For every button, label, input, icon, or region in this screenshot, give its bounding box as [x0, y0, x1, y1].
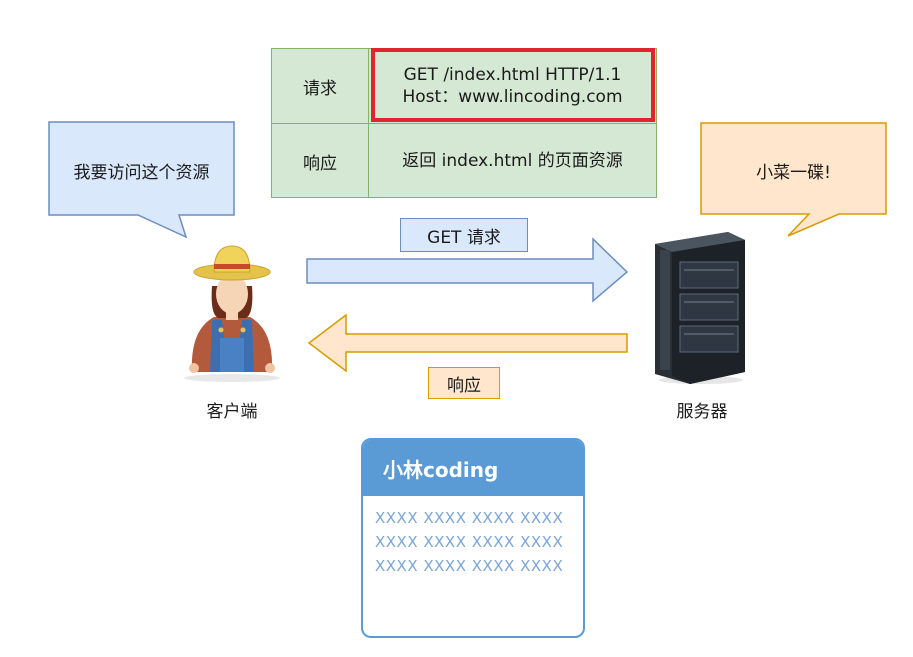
request-row-label: 请求: [303, 78, 337, 99]
card-body: XXXX XXXX XXXX XXXX XXXX XXXX XXXX XXXX …: [363, 496, 583, 578]
server-rack-icon: [655, 232, 745, 384]
request-highlight-box: [371, 48, 655, 122]
response-arrow: [307, 313, 628, 373]
host-line: Host：www.lincoding.com: [402, 87, 623, 107]
table-row-divider: [272, 123, 656, 124]
request-arrow-label: GET 请求: [400, 218, 528, 252]
request-arrow: [306, 237, 629, 303]
web-page-card: 小林coding XXXX XXXX XXXX XXXX XXXX XXXX X…: [361, 438, 585, 638]
server-bubble-text: 小菜一碟!: [756, 163, 831, 183]
request-line: GET /index.html HTTP/1.1: [403, 65, 622, 85]
card-placeholder-line: XXXX XXXX XXXX XXXX: [375, 533, 564, 551]
response-row-label: 响应: [303, 153, 337, 174]
client-bubble-text: 我要访问这个资源: [73, 163, 210, 183]
response-line: 返回 index.html 的页面资源: [402, 151, 623, 171]
response-row-value: 返回 index.html 的页面资源: [369, 124, 656, 198]
server-speech-bubble: [700, 122, 887, 237]
table-column-divider: [368, 49, 369, 197]
response-arrow-label: 响应: [428, 367, 500, 399]
http-exchange-table: 请求 GET /index.html HTTP/1.1 Host：www.lin…: [271, 48, 657, 198]
card-title: 小林coding: [363, 440, 583, 496]
card-placeholder-line: XXXX XXXX XXXX XXXX: [375, 509, 564, 527]
card-placeholder-line: XXXX XXXX XXXX XXXX: [375, 557, 564, 575]
server-label: 服务器: [676, 402, 728, 422]
farmer-person-icon: [184, 245, 280, 382]
client-speech-bubble: [48, 121, 235, 239]
client-label: 客户端: [206, 402, 258, 422]
request-row-value: GET /index.html HTTP/1.1 Host：www.lincod…: [369, 49, 656, 123]
